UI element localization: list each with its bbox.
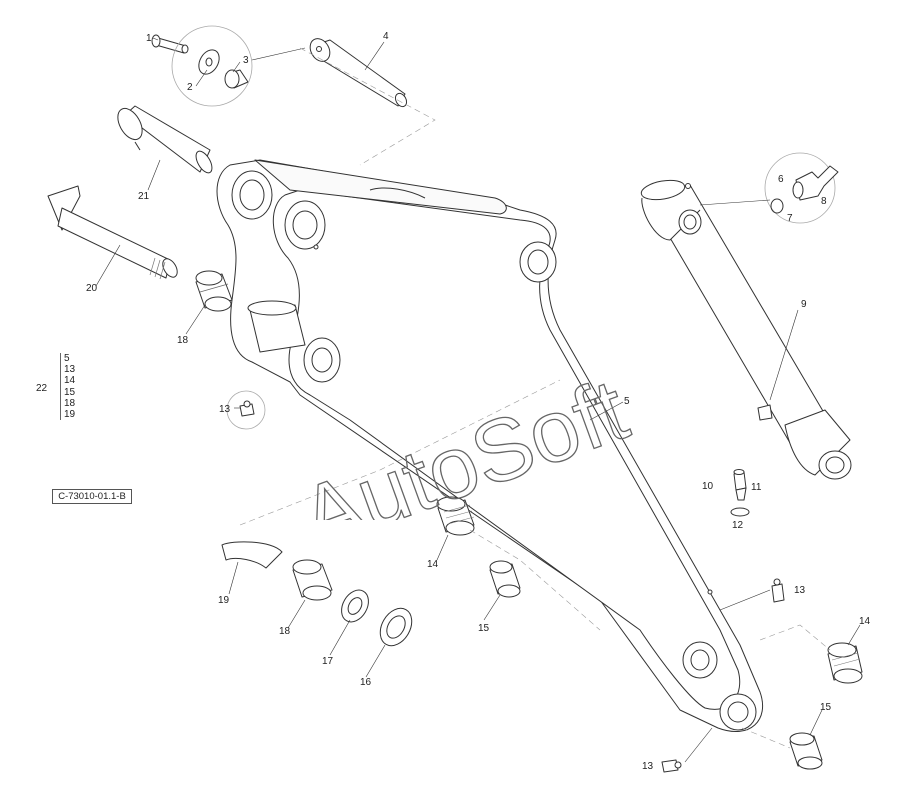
callout-1: 1 (146, 33, 152, 44)
callout-8: 8 (821, 196, 827, 207)
callout-15: 15 (478, 623, 490, 634)
callout-16: 16 (360, 677, 372, 688)
fitting-part (764, 152, 839, 224)
callout-18: 18 (177, 335, 189, 346)
kit-item: 14 (64, 375, 76, 387)
bushing-part (224, 69, 249, 89)
callout-3: 3 (243, 55, 249, 66)
bushing-part (195, 270, 233, 312)
pin-part (117, 105, 213, 174)
callout-2: 2 (187, 82, 193, 93)
callout-14: 14 (427, 559, 439, 570)
leader-lines (95, 37, 861, 763)
grease-fitting (771, 578, 785, 603)
hydraulic-cylinder (640, 179, 852, 480)
needle-bushing (827, 642, 863, 684)
washer-part (341, 589, 369, 623)
kit-item: 13 (64, 364, 76, 376)
assembly-lines (239, 47, 831, 749)
callout-labels: 1 2 3 4 21 20 18 13 5 6 7 8 9 10 11 12 1… (86, 31, 871, 772)
bushing-part (489, 560, 521, 598)
callout-19: 19 (218, 595, 230, 606)
kit-item: 19 (64, 409, 76, 421)
bushing-part (292, 559, 333, 601)
kit-number: 22 (36, 383, 48, 394)
callout-13: 13 (794, 585, 806, 596)
callout-5: 5 (624, 396, 630, 407)
callout-4: 4 (383, 31, 389, 42)
grease-fitting (661, 759, 682, 773)
bolt-part (47, 185, 178, 280)
callout-14: 14 (859, 616, 871, 627)
callout-6: 6 (778, 174, 784, 185)
washer-part (198, 49, 220, 75)
callout-10: 10 (702, 481, 714, 492)
seal-part (379, 607, 413, 647)
callout-9: 9 (801, 299, 807, 310)
split-bushing (221, 541, 283, 569)
kit-item: 15 (64, 386, 76, 398)
drawing-reference-code: C-73010-01.1-B (52, 489, 132, 504)
kit-contents: 5 13 14 15 18 19 (60, 353, 76, 421)
fitting-part (730, 469, 750, 517)
bolt-part (151, 34, 189, 54)
kit-item: 5 (64, 353, 70, 364)
callout-12: 12 (732, 520, 744, 531)
boom-arm (216, 159, 764, 733)
callout-15: 15 (820, 702, 832, 713)
callout-13: 13 (219, 404, 231, 415)
callout-20: 20 (86, 283, 98, 294)
needle-bushing (436, 496, 475, 536)
callout-7: 7 (787, 213, 793, 224)
callout-18: 18 (279, 626, 291, 637)
callout-17: 17 (322, 656, 334, 667)
callout-11: 11 (751, 482, 762, 493)
bushing-part (789, 732, 823, 770)
pin-part (309, 38, 408, 108)
callout-13: 13 (642, 761, 654, 772)
callout-21: 21 (138, 191, 150, 202)
kit-item: 18 (64, 397, 76, 409)
grease-fitting (226, 390, 266, 430)
